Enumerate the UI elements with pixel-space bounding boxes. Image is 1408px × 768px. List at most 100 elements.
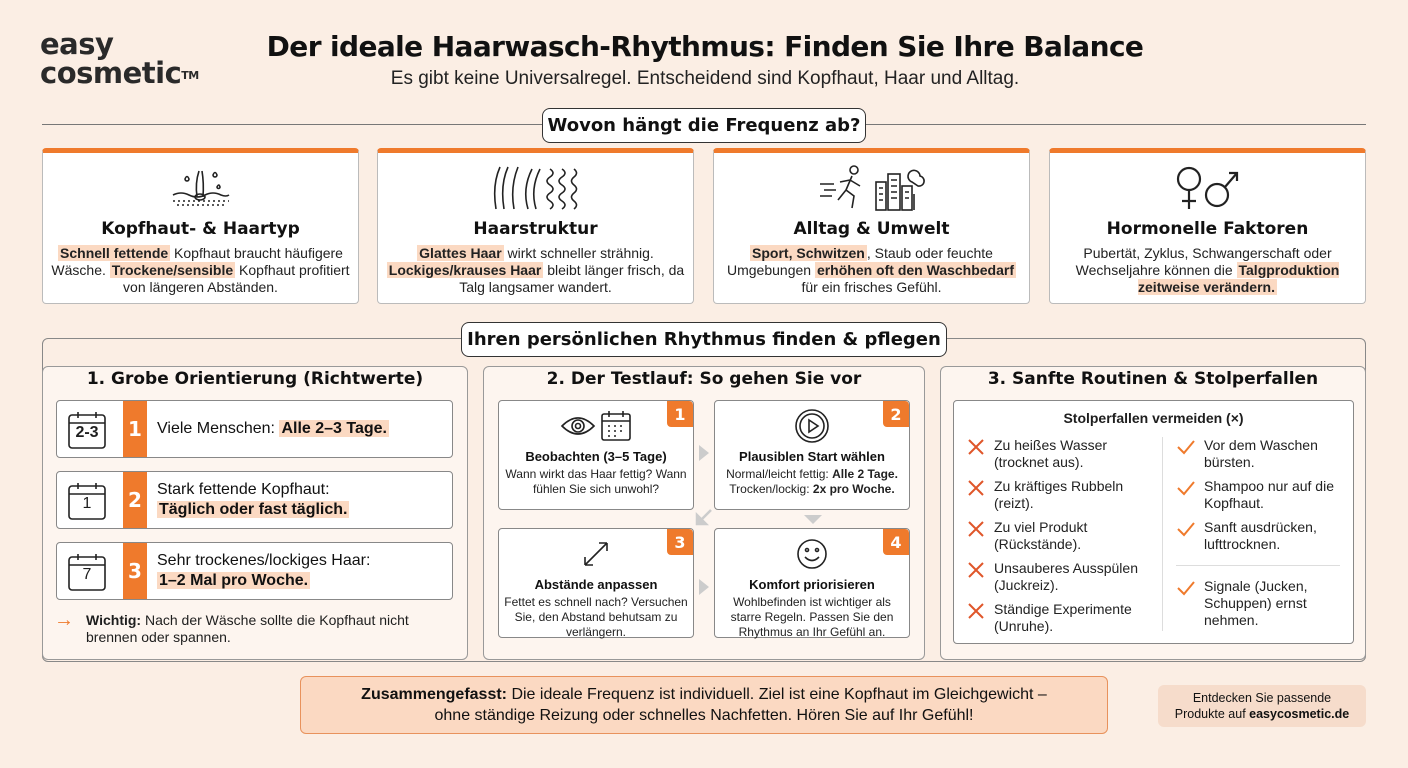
summary-box: Zusammengefasst: Die ideale Frequenz ist… — [300, 676, 1108, 734]
factors-heading: Wovon hängt die Frequenz ab? — [542, 108, 866, 143]
checkmark-icon — [1176, 578, 1204, 603]
pitfalls-box: Stolperfallen vermeiden (×) Zu heißes Wa… — [953, 400, 1354, 644]
shop-link-box[interactable]: Entdecken Sie passende Produkte auf easy… — [1158, 685, 1366, 727]
orientation-title: 1. Grobe Orientierung (Richtwerte) — [86, 369, 424, 389]
orientation-row: 2-3 1 Viele Menschen: Alle 2–3 Tage. — [56, 400, 453, 458]
step-card: 1 Beobachten (3–5 Tage) Wann wirkt das H… — [498, 400, 694, 510]
tip-item: Signale (Jucken, Schuppen) ernst nehmen. — [1176, 578, 1348, 629]
scalp-hair-icon — [43, 163, 358, 213]
row-label: Sehr trockenes/lockiges Haar: 1–2 Mal pr… — [157, 552, 371, 589]
pitfall-item: Zu viel Produkt (Rückstände). — [966, 519, 1156, 553]
step-title: Plausiblen Start wählen — [739, 449, 885, 464]
step-title: Komfort priorisieren — [749, 577, 875, 592]
pitfall-item: Zu heißes Wasser (trocknet aus). — [966, 437, 1156, 471]
row-label: Stark fettende Kopfhaut: Täglich oder fa… — [157, 481, 350, 518]
factor-text: Pubertät, Zyklus, Schwangerschaft oder W… — [1075, 245, 1340, 295]
tip-item: Shampoo nur auf die Kopfhaut. — [1176, 478, 1348, 512]
brand-logo-line1: easy — [40, 27, 114, 61]
step-card: 2 Plausiblen Start wählen Normal/leicht … — [714, 400, 910, 510]
step-text: Fettet es schnell nach? Versuchen Sie, d… — [504, 595, 688, 639]
highlight-text: Schnell fettende — [58, 245, 171, 261]
factor-title: Hormonelle Faktoren — [1106, 219, 1309, 239]
checkmark-icon — [1176, 519, 1204, 544]
step-title: Abstände anpassen — [534, 577, 658, 592]
factor-text: Sport, Schwitzen, Staub oder feuchte Umg… — [726, 245, 1016, 295]
important-note: → Wichtig: Nach der Wäsche sollte die Ko… — [54, 609, 409, 645]
factor-card-lifestyle: Alltag & Umwelt Sport, Schwitzen, Staub … — [713, 148, 1030, 304]
orientation-row: 1 2 Stark fettende Kopfhaut: Täglich ode… — [56, 471, 453, 529]
step-card: 3 Abstände anpassen Fettet es schnell na… — [498, 528, 694, 639]
column-divider — [1162, 437, 1163, 631]
checkmark-icon — [1176, 478, 1204, 503]
factor-card-hormones: Hormonelle Faktoren Pubertät, Zyklus, Sc… — [1049, 148, 1366, 304]
step-number: 1 — [667, 401, 693, 427]
smiley-icon — [797, 539, 827, 569]
arrow-right-icon — [699, 445, 709, 461]
cross-icon — [966, 437, 994, 462]
calendar-icon — [601, 411, 631, 441]
rhythm-heading: Ihren persönlichen Rhythmus finden & pfl… — [461, 322, 947, 357]
highlight-text: Lockiges/krauses Haar — [386, 262, 544, 278]
factor-title: Haarstruktur — [473, 219, 598, 239]
calendar-icon: 7 — [67, 552, 107, 597]
factor-text: Glattes Haar wirkt schneller strähnig. L… — [386, 245, 685, 295]
row-number: 3 — [123, 543, 147, 599]
step-text: Normal/leicht fettig: Alle 2 Tage. Trock… — [726, 467, 898, 496]
tip-item: Sanft ausdrücken, lufttrocknen. — [1176, 519, 1348, 553]
eye-icon — [560, 417, 596, 435]
factor-card-skin-type: Kopfhaut- & Haartyp Schnell fettende Kop… — [42, 148, 359, 304]
routines-title: 3. Sanfte Routinen & Stolperfallen — [987, 369, 1319, 389]
calendar-label: 7 — [82, 566, 92, 583]
factor-text: Schnell fettende Kopfhaut braucht häufig… — [51, 245, 350, 295]
calendar-label: 1 — [82, 495, 92, 512]
tip-divider — [1176, 565, 1340, 566]
hair-strands-icon — [378, 163, 693, 213]
step-text: Wohlbefinden ist wichtiger als starre Re… — [730, 595, 894, 639]
calendar-icon: 2-3 — [67, 410, 107, 455]
runner-city-icon — [714, 163, 1029, 213]
highlight-text: erhöhen oft den Waschbedarf — [814, 262, 1016, 278]
step-number: 3 — [667, 529, 693, 555]
row-label: Viele Menschen: Alle 2–3 Tage. — [157, 420, 389, 437]
step-number: 2 — [883, 401, 909, 427]
step-title: Beobachten (3–5 Tage) — [525, 449, 667, 464]
row-highlight: 1–2 Mal pro Woche. — [157, 572, 311, 589]
page-title: Der ideale Haarwasch-Rhythmus: Finden Si… — [266, 30, 1144, 63]
cross-icon — [966, 560, 994, 585]
row-highlight: Alle 2–3 Tage. — [279, 420, 389, 437]
orientation-row: 7 3 Sehr trockenes/lockiges Haar: 1–2 Ma… — [56, 542, 453, 600]
highlight-text: Sport, Schwitzen — [750, 245, 867, 261]
resize-arrows-icon — [584, 542, 608, 566]
factor-title: Kopfhaut- & Haartyp — [101, 219, 300, 239]
arrow-down-left-icon — [695, 509, 712, 526]
gender-symbols-icon — [1050, 163, 1365, 213]
brand-logo[interactable]: easy cosmeticTM — [40, 30, 199, 88]
arrow-right-icon: → — [54, 609, 74, 631]
highlight-text: Trockene/sensible — [109, 262, 236, 278]
pitfalls-title: Stolperfallen vermeiden (×) — [1063, 410, 1244, 426]
highlight-text: Glattes Haar — [417, 245, 504, 261]
factor-card-hair-structure: Haarstruktur Glattes Haar wirkt schnelle… — [377, 148, 694, 304]
shop-link[interactable]: easycosmetic.de — [1249, 707, 1350, 721]
row-highlight: Täglich oder fast täglich. — [157, 501, 350, 518]
cross-icon — [966, 601, 994, 626]
pitfall-item: Ständige Experimente (Unruhe). — [966, 601, 1156, 635]
cross-icon — [966, 478, 994, 503]
brand-logo-line2: cosmeticTM — [40, 56, 199, 90]
pitfall-item: Unsauberes Ausspülen (Juckreiz). — [966, 560, 1156, 594]
tip-item: Vor dem Waschen bürsten. — [1176, 437, 1348, 471]
step-card: 4 Komfort priorisieren Wohlbefinden ist … — [714, 528, 910, 639]
step-number: 4 — [883, 529, 909, 555]
arrow-down-icon — [804, 515, 822, 524]
cross-icon — [966, 519, 994, 544]
calendar-label: 2-3 — [75, 424, 99, 441]
row-number: 2 — [123, 472, 147, 528]
page-subtitle: Es gibt keine Universalregel. Entscheide… — [390, 68, 1020, 89]
row-number: 1 — [123, 401, 147, 457]
testrun-title: 2. Der Testlauf: So gehen Sie vor — [546, 369, 862, 389]
factor-title: Alltag & Umwelt — [793, 219, 950, 239]
checkmark-icon — [1176, 437, 1204, 462]
pitfall-item: Zu kräftiges Rubbeln (reizt). — [966, 478, 1156, 512]
trademark-mark: TM — [181, 69, 199, 82]
calendar-icon: 1 — [67, 481, 107, 526]
